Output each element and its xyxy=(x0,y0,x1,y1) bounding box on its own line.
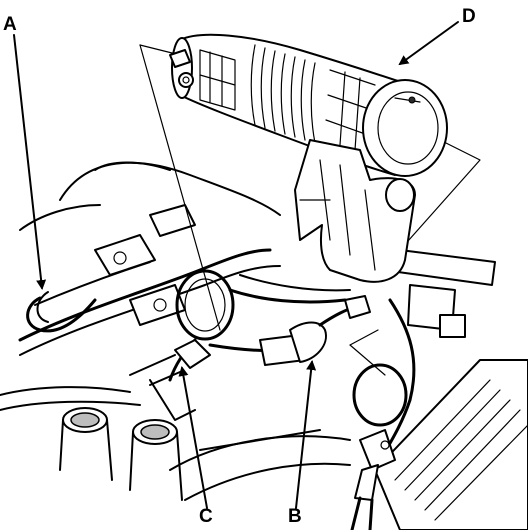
leader-b xyxy=(295,360,317,509)
callout-a: A xyxy=(3,14,17,35)
leader-a xyxy=(13,34,47,290)
leader-c xyxy=(178,366,208,509)
callout-b: B xyxy=(288,506,302,527)
vacuum-hose-b xyxy=(208,274,371,366)
callout-c: C xyxy=(199,506,213,527)
sensor-connector xyxy=(350,298,416,530)
engine-block xyxy=(0,161,528,530)
air-intake-duct xyxy=(169,33,448,283)
leader-d xyxy=(398,21,459,66)
vacuum-hose-c xyxy=(129,269,235,421)
callout-d: D xyxy=(462,6,476,27)
callout-leaders xyxy=(13,21,459,509)
